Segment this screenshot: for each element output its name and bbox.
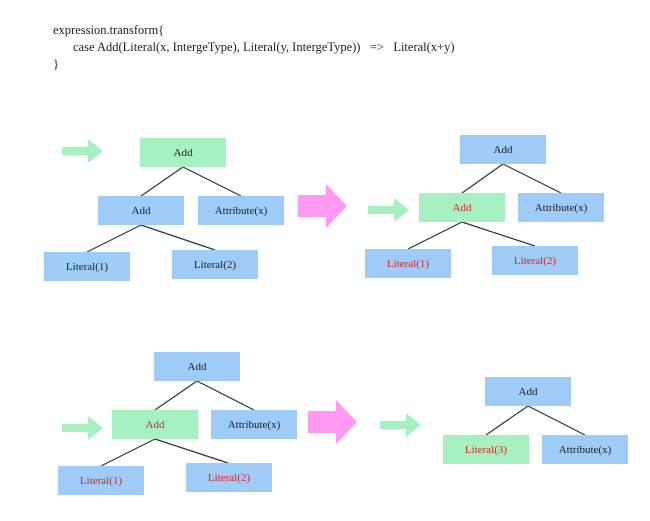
tree1-inner-add-node: Add bbox=[98, 196, 184, 225]
tree2-literal1-node: Literal(1) bbox=[365, 249, 451, 278]
tree4-literal3-node: Literal(3) bbox=[443, 435, 529, 464]
tree2-root-add-node: Add bbox=[460, 135, 546, 164]
edge bbox=[407, 221, 463, 250]
tree4-attribute-node: Attribute(x) bbox=[542, 435, 628, 464]
tree3-inner-add-node: Add bbox=[112, 410, 198, 439]
tree1-edges bbox=[86, 166, 242, 253]
code-line-1: expression.transform{ bbox=[53, 23, 165, 37]
tree2-attribute-node: Attribute(x) bbox=[518, 193, 604, 222]
edge bbox=[485, 405, 529, 436]
edge bbox=[461, 221, 536, 247]
edge bbox=[527, 405, 586, 436]
tree2-edges bbox=[407, 163, 562, 250]
tree3-root-add-node: Add bbox=[154, 352, 240, 381]
edge bbox=[196, 380, 255, 411]
edge bbox=[154, 438, 229, 464]
small-arrow-icon bbox=[62, 416, 103, 440]
big-arrow-icon bbox=[308, 400, 357, 444]
tree3-attribute-node: Attribute(x) bbox=[211, 410, 297, 439]
tree1-literal2-node: Literal(2) bbox=[172, 250, 258, 279]
edge bbox=[154, 380, 198, 411]
tree3-edges bbox=[100, 380, 255, 467]
code-line-2: case Add(Literal(x, IntergeType), Litera… bbox=[73, 40, 455, 54]
code-line-3: } bbox=[53, 57, 59, 71]
tree1-root-add-node: Add bbox=[140, 138, 226, 167]
tree3-literal2-node: Literal(2) bbox=[186, 463, 272, 492]
tree3-literal1-node: Literal(1) bbox=[58, 466, 144, 495]
small-arrow-icon bbox=[380, 413, 421, 437]
tree2-literal2-node: Literal(2) bbox=[492, 246, 578, 275]
tree1-attribute-node: Attribute(x) bbox=[198, 196, 284, 225]
edge bbox=[502, 163, 562, 194]
tree1-literal1-node: Literal(1) bbox=[44, 252, 130, 281]
tree2-inner-add-node: Add bbox=[419, 193, 505, 222]
edge bbox=[140, 166, 184, 197]
edge bbox=[100, 438, 156, 467]
small-arrow-icon bbox=[368, 198, 409, 222]
edge bbox=[182, 166, 242, 197]
small-arrow-icon bbox=[62, 139, 103, 163]
edge bbox=[461, 163, 504, 194]
tree4-root-add-node: Add bbox=[485, 377, 571, 406]
edge bbox=[86, 224, 142, 253]
tree4-edges bbox=[485, 405, 586, 436]
big-arrow-icon bbox=[298, 184, 347, 228]
edge bbox=[140, 224, 216, 251]
transform-code: expression.transform{ case Add(Literal(x,… bbox=[53, 22, 455, 73]
